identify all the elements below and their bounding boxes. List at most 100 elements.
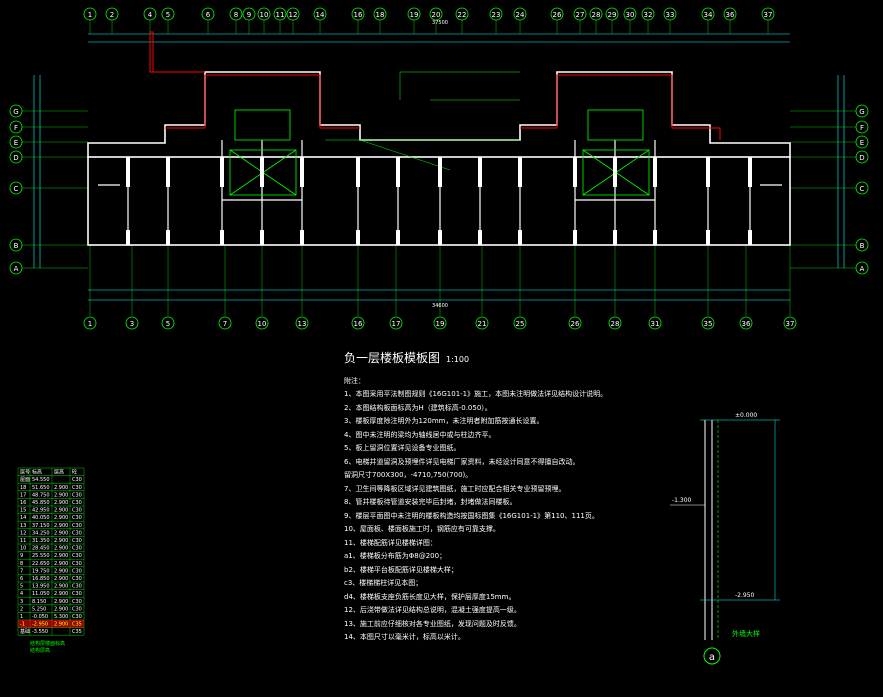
note-line: b2、楼梯平台板配筋详见楼梯大样； — [344, 565, 458, 574]
column — [300, 230, 304, 245]
table-cell: -3.550 — [32, 629, 48, 635]
column — [166, 157, 170, 187]
axis-label: 16 — [354, 320, 363, 328]
column — [706, 157, 710, 187]
plan-scale: 1:100 — [446, 355, 470, 364]
note-line: 2、本图结构板面标高为H（建筑标高-0.050）。 — [344, 403, 492, 412]
axis-bubble-bottom: 28 — [608, 245, 622, 330]
row-label: A — [860, 265, 865, 273]
top-overall-dimension: 37500 — [432, 20, 448, 26]
table-cell: C30 — [72, 515, 82, 521]
column — [653, 230, 657, 245]
table-cell: C30 — [72, 492, 82, 498]
row-label: B — [14, 242, 19, 250]
axis-label: 10 — [258, 320, 267, 328]
bottom-overall-dimension: 34600 — [432, 303, 448, 309]
axis-label: 27 — [576, 11, 585, 19]
axis-label: 12 — [289, 11, 298, 19]
axis-label: 7 — [223, 320, 227, 328]
column — [478, 230, 482, 245]
table-cell: C30 — [72, 606, 82, 612]
column — [260, 230, 264, 245]
table-cell: 10 — [20, 546, 26, 552]
row-label: G — [859, 108, 864, 116]
axis-bubble-bottom: 5 — [161, 245, 175, 330]
axis-bubble-top: 22 — [455, 7, 469, 34]
table-cell: C30 — [72, 508, 82, 514]
table-cell: C30 — [72, 546, 82, 552]
column — [300, 157, 304, 187]
axis-label: 36 — [742, 320, 751, 328]
row-label: C — [14, 185, 19, 193]
axis-bubble-top: 29 — [605, 7, 619, 34]
axis-label: 29 — [608, 11, 617, 19]
axis-bubble-top: 30 — [623, 7, 637, 34]
column — [126, 157, 130, 187]
note-line: d4、楼梯板支座负筋长度见大样，保护层厚度15mm。 — [344, 592, 516, 601]
row-bubble-right: C — [790, 181, 869, 195]
note-line: 4、图中未注明的梁均为轴线居中或与柱边齐平。 — [344, 430, 496, 439]
table-cell: 4 — [20, 591, 23, 597]
axis-bubble-top: 10 — [257, 7, 271, 34]
column — [220, 157, 224, 187]
wall-detail: ±0.000 -1.300 -2.950 外墙大样 a — [670, 412, 780, 665]
column — [166, 230, 170, 245]
axis-bubble-top: 28 — [589, 7, 603, 34]
table-cell: C30 — [72, 584, 82, 590]
table-header: 层高 — [54, 469, 64, 476]
axis-bubble-top: 8 — [229, 7, 243, 34]
table-cell: 13.950 — [32, 584, 50, 590]
table-cell: 2.900 — [54, 561, 68, 567]
table-cell: 12 — [20, 530, 26, 536]
table-cell: C30 — [72, 576, 82, 582]
table-cell: -2.950 — [32, 622, 48, 628]
table-cell: 18 — [20, 485, 26, 491]
axis-bubble-top: 2 — [105, 7, 119, 34]
note-line: a1、楼梯板分布筋为Φ8@200； — [344, 552, 447, 560]
axis-label: 25 — [516, 320, 525, 328]
axis-label: 28 — [592, 11, 601, 19]
axis-label: 14 — [316, 11, 325, 19]
axis-bubble-bottom: 13 — [295, 245, 309, 330]
column — [748, 230, 752, 245]
row-label: B — [860, 242, 865, 250]
axis-bubble-bottom: 37 — [783, 245, 797, 330]
row-bubble-left: F — [9, 120, 88, 134]
table-cell: C30 — [72, 591, 82, 597]
axis-bubble-top: 36 — [723, 7, 737, 34]
row-label: D — [859, 154, 864, 162]
table-cell: 5.300 — [54, 614, 68, 620]
table-cell: 19.750 — [32, 568, 50, 574]
axis-label: 11 — [276, 11, 285, 19]
column — [260, 157, 264, 187]
row-bubble-right: F — [790, 120, 869, 134]
column — [356, 157, 360, 187]
column — [478, 157, 482, 187]
axis-bubble-bottom: 36 — [739, 245, 753, 330]
row-bubble-left: E — [9, 135, 88, 149]
row-label: D — [13, 154, 18, 162]
table-cell: 28.450 — [32, 546, 50, 552]
table-cell: 2.900 — [54, 515, 68, 521]
note-line: 留洞尺寸700X300，-4710,750(700)。 — [344, 471, 473, 479]
table-cell: 16 — [20, 500, 26, 506]
detail-elev-bottom: -2.950 — [735, 592, 755, 599]
axis-bubble-top: 1 — [83, 7, 97, 34]
axis-bubble-bottom: 7 — [218, 245, 232, 330]
table-cell: C30 — [72, 614, 82, 620]
green-annotations — [325, 71, 520, 171]
axis-label: 5 — [166, 11, 170, 19]
axis-label: 16 — [354, 11, 363, 19]
column — [396, 230, 400, 245]
axis-label: 6 — [206, 11, 211, 19]
table-cell: 2.900 — [54, 546, 68, 552]
axis-bubble-bottom: 25 — [513, 245, 527, 330]
red-beams — [149, 31, 721, 140]
table-cell: 51.650 — [32, 485, 50, 491]
column — [126, 230, 130, 245]
note-line: 10、屋面板、楼面板施工时，钢筋应有可靠支撑。 — [344, 525, 500, 533]
axis-label: 5 — [166, 320, 170, 328]
